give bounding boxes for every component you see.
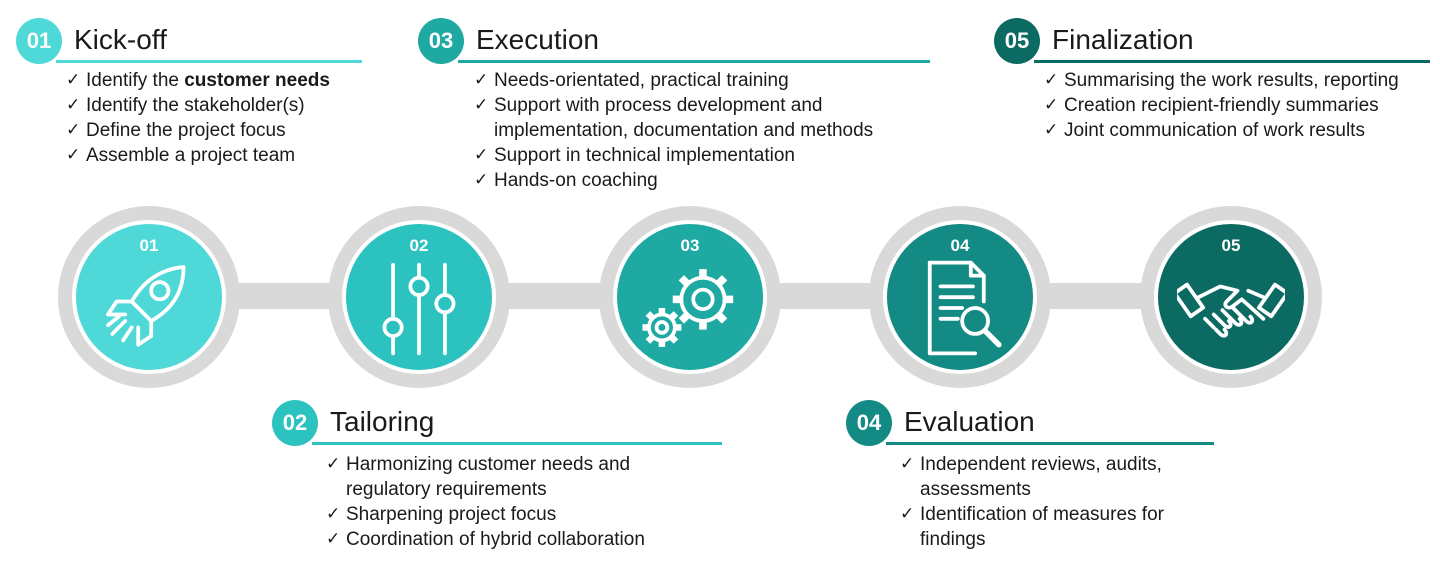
phase-header: 04 Evaluation	[846, 400, 1226, 446]
phase-number-badge: 05	[994, 18, 1040, 64]
phase-underline	[1034, 60, 1430, 63]
phase-item-list: Independent reviews, audits,assessments …	[900, 452, 1164, 552]
document-search-icon	[927, 260, 1002, 356]
step-number: 05	[1221, 236, 1241, 255]
list-item: Creation recipient-friendly summaries	[1044, 93, 1399, 118]
phase-underline	[56, 60, 362, 63]
list-item: Identify the stakeholder(s)	[66, 93, 330, 118]
phase-item-list: Harmonizing customer needs andregulatory…	[326, 452, 645, 552]
timeline-step-02: 02	[328, 206, 510, 388]
phase-underline	[312, 442, 722, 445]
list-item: Assemble a project team	[66, 143, 330, 168]
phase-header: 03 Execution	[418, 18, 938, 64]
list-item: Support with process development andimpl…	[474, 93, 873, 143]
step-disc: 02	[342, 220, 496, 374]
phase-number-badge: 04	[846, 400, 892, 446]
handshake-icon	[1177, 282, 1285, 338]
phase-evaluation: 04 Evaluation Independent reviews, audit…	[846, 400, 1226, 550]
phase-header: 05 Finalization	[994, 18, 1434, 64]
emphasis-text: customer needs	[184, 70, 330, 91]
list-item: Hands-on coaching	[474, 168, 873, 193]
phase-kickoff: 01 Kick-off Identify the customer needs …	[16, 18, 376, 168]
list-item: Support in technical implementation	[474, 143, 873, 168]
step-number: 04	[950, 236, 970, 255]
step-number: 03	[680, 236, 700, 255]
phase-header: 02 Tailoring	[272, 400, 732, 446]
phase-title: Execution	[476, 24, 599, 55]
timeline-step-05: 05	[1140, 206, 1322, 388]
phase-tailoring: 02 Tailoring Harmonizing customer needs …	[272, 400, 732, 552]
phase-underline	[886, 442, 1214, 445]
list-item: Sharpening project focus	[326, 502, 645, 527]
timeline-step-01: 01	[58, 206, 240, 388]
phase-execution: 03 Execution Needs-orientated, practical…	[418, 18, 938, 193]
list-item: Harmonizing customer needs andregulatory…	[326, 452, 645, 502]
gears-icon	[642, 269, 734, 347]
step-disc: 01	[72, 220, 226, 374]
list-item: Needs-orientated, practical training	[474, 68, 873, 93]
rocket-icon	[106, 265, 186, 347]
step-disc: 04	[883, 220, 1037, 374]
phase-finalization: 05 Finalization Summarising the work res…	[994, 18, 1434, 143]
step-number: 01	[139, 236, 159, 255]
list-item: Independent reviews, audits,assessments	[900, 452, 1164, 502]
phase-title: Tailoring	[330, 406, 435, 437]
timeline-step-04: 04	[869, 206, 1051, 388]
phase-underline	[458, 60, 930, 63]
phase-number-badge: 01	[16, 18, 62, 64]
phase-item-list: Identify the customer needs Identify the…	[66, 68, 330, 168]
phase-item-list: Needs-orientated, practical training Sup…	[474, 68, 873, 193]
step-disc: 05	[1154, 220, 1308, 374]
sliders-icon	[382, 262, 456, 356]
timeline-step-03: 03	[599, 206, 781, 388]
list-item: Joint communication of work results	[1044, 118, 1399, 143]
phase-title: Evaluation	[904, 406, 1035, 437]
list-item: Define the project focus	[66, 118, 330, 143]
phase-number-badge: 03	[418, 18, 464, 64]
step-number: 02	[409, 236, 429, 255]
phase-header: 01 Kick-off	[16, 18, 376, 64]
phase-title: Kick-off	[74, 24, 167, 55]
list-item: Coordination of hybrid collaboration	[326, 527, 645, 552]
list-item: Summarising the work results, reporting	[1044, 68, 1399, 93]
list-item: Identify the customer needs	[66, 68, 330, 93]
phase-number-badge: 02	[272, 400, 318, 446]
step-disc: 03	[613, 220, 767, 374]
phase-item-list: Summarising the work results, reporting …	[1044, 68, 1399, 143]
phase-title: Finalization	[1052, 24, 1194, 55]
